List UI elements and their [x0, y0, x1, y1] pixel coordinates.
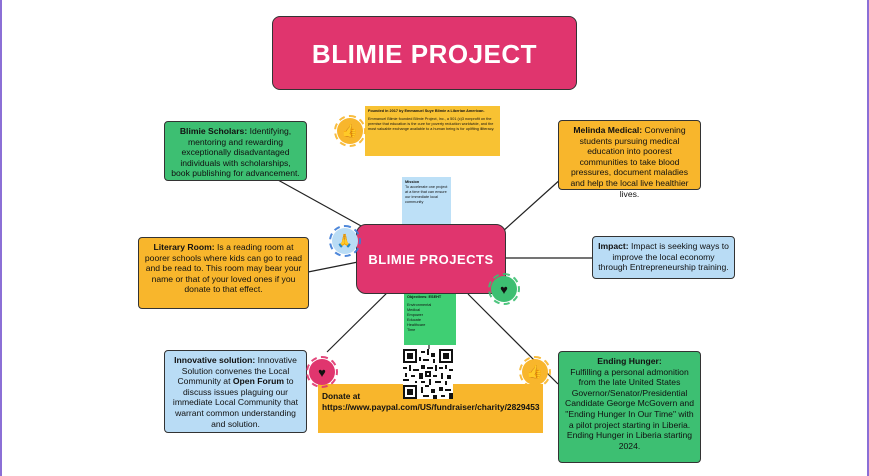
mission-note-title: Mission: [405, 180, 420, 184]
node-text: Is a reading room at poorer schools wher…: [144, 242, 303, 295]
connector-melinda: [501, 177, 563, 233]
objective-item: Environmental: [407, 303, 432, 307]
objectives-note: Objectives: ESEHT Environmental Medical …: [404, 292, 456, 345]
heart-icon: ♥: [306, 356, 338, 388]
objective-item: Empower: [407, 313, 424, 317]
donate-label: Donate at: [322, 391, 361, 401]
node-emphasis: Open Forum: [232, 376, 284, 387]
node-text: Convening students pursuing medical educ…: [570, 125, 689, 199]
node-title: Innovative solution:: [174, 355, 256, 365]
founded-note-body: Emmanuel Blimie founded Blimie Project, …: [368, 117, 495, 131]
connector-scholars: [277, 179, 373, 233]
founded-note: Founded in 2017 by Emmanuel Suye Blimie …: [365, 106, 500, 156]
center-node: BLIMIE PROJECTS: [356, 224, 506, 294]
node-text: Impact is seeking ways to improve the lo…: [598, 241, 729, 273]
praying-hands-icon: 🙏: [329, 225, 361, 257]
donate-link[interactable]: https://www.paypal.com/US/fundraiser/cha…: [322, 401, 540, 412]
qr-code-icon[interactable]: [403, 349, 453, 399]
mission-note: Mission To accelerate one project at a t…: [402, 177, 451, 224]
founded-note-line: Founded in 2017 by Emmanuel Suye Blimie …: [368, 109, 485, 113]
node-blimie-scholars: Blimie Scholars: Identifying, mentoring …: [164, 121, 307, 181]
node-title: Ending Hunger:: [597, 356, 662, 366]
node-title: Impact:: [598, 241, 629, 251]
objective-item: Healthcare: [407, 323, 426, 327]
connector-innovative: [326, 285, 395, 353]
heart-icon: ♥: [488, 273, 520, 305]
donate-banner: Donate at https://www.paypal.com/US/fund…: [318, 384, 543, 433]
node-text: Fulfilling a personal admonition from th…: [565, 366, 694, 451]
mission-note-body: To accelerate one project at a time that…: [405, 185, 448, 204]
node-literary-room: Literary Room: Is a reading room at poor…: [138, 237, 309, 309]
node-title: Blimie Scholars:: [179, 126, 248, 136]
thumbs-up-icon: 👍: [519, 356, 551, 388]
node-innovative-solution: Innovative solution: Innovative Solution…: [164, 350, 307, 433]
thumbs-up-icon: 👍: [334, 115, 366, 147]
node-text: Innovative Solution convenes the Local C…: [177, 355, 297, 387]
objectives-note-title: Objectives: ESEHT: [407, 295, 442, 299]
page-title: BLIMIE PROJECT: [272, 16, 577, 90]
node-ending-hunger: Ending Hunger:Fulfilling a personal admo…: [558, 351, 701, 463]
objective-item: Time: [407, 328, 416, 332]
node-melinda-medical: Melinda Medical: Convening students purs…: [558, 120, 701, 199]
objective-item: Educate: [407, 318, 421, 322]
node-title: Melinda Medical:: [573, 125, 643, 135]
objective-item: Medical: [407, 308, 421, 312]
node-title: Literary Room:: [153, 242, 215, 252]
connector-literary: [307, 261, 359, 273]
node-text: to discuss issues plaguing our immediate…: [172, 376, 299, 429]
node-text: Identifying, mentoring and rewarding exc…: [171, 126, 300, 179]
node-impact: Impact: Impact is seeking ways to improv…: [592, 236, 735, 279]
